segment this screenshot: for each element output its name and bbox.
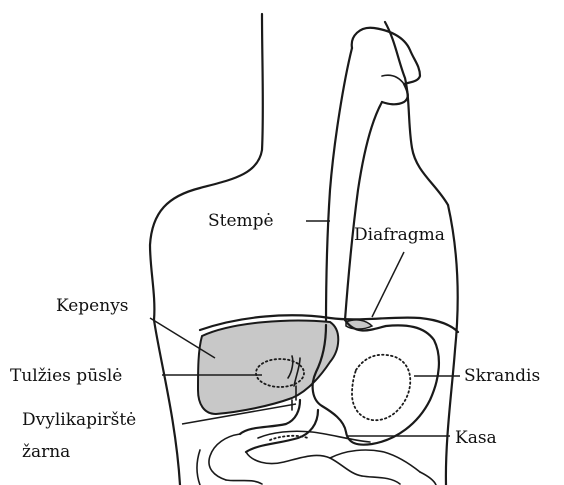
label-zarna: žarna — [22, 442, 70, 462]
liver — [198, 320, 372, 414]
label-dvylikapirste: Dvylikapirštė — [22, 410, 136, 430]
esophagus — [326, 28, 420, 325]
body-outline — [150, 14, 458, 485]
label-kepenys: Kepenys — [56, 296, 129, 316]
label-tulzies-pusle: Tulžies pūslė — [10, 366, 122, 386]
label-skrandis: Skrandis — [464, 366, 540, 386]
label-stempe: Stempė — [208, 211, 274, 231]
label-kasa: Kasa — [455, 428, 497, 448]
leader-diafragma — [372, 252, 404, 317]
label-diafragma: Diafragma — [354, 225, 445, 245]
